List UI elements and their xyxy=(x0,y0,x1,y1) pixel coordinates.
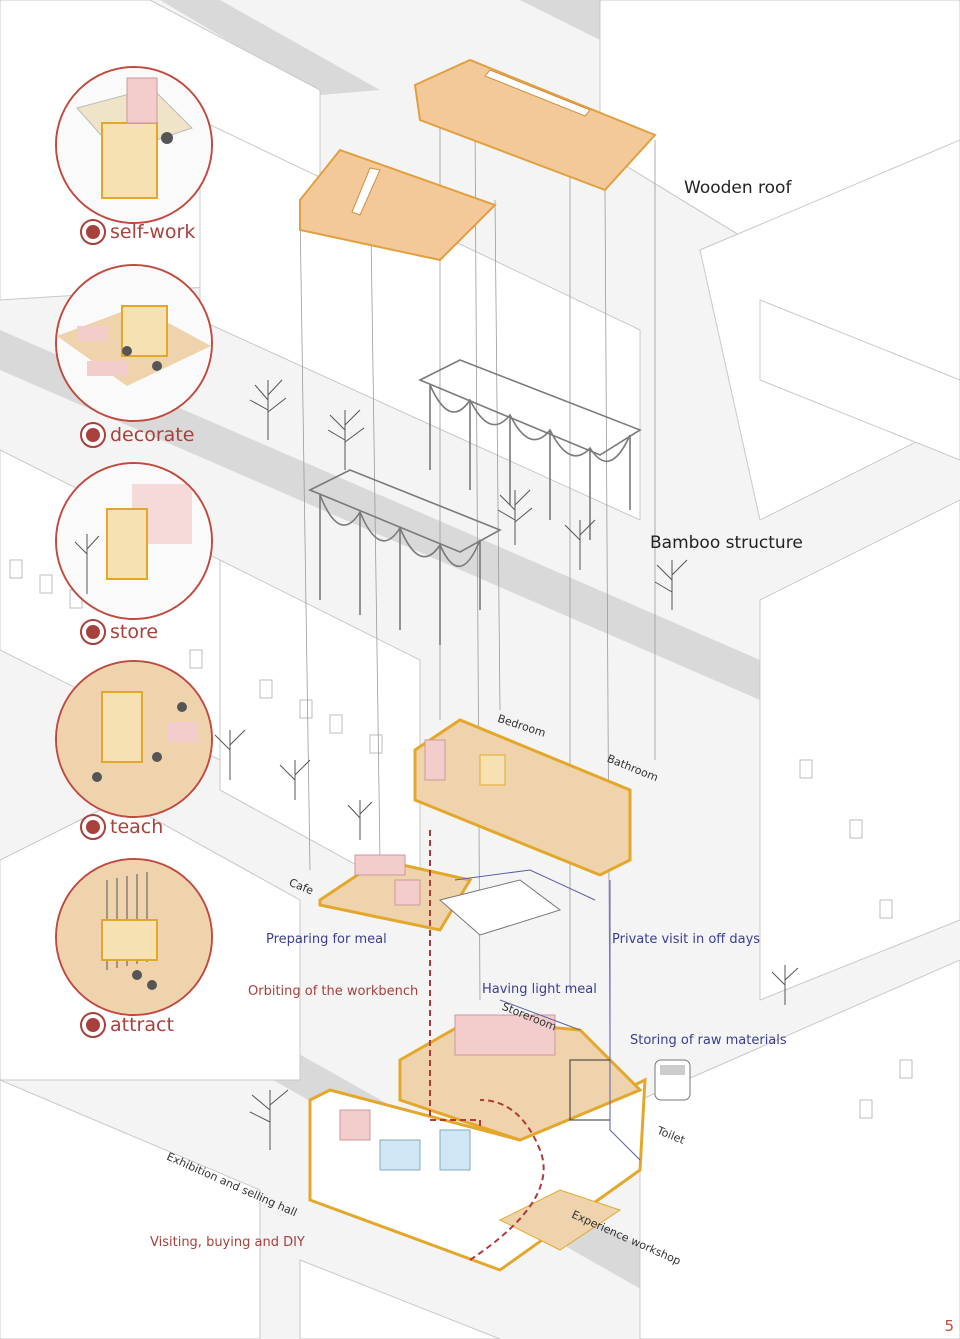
chat-icon xyxy=(80,814,106,840)
activity-label-orbit: Orbiting of the workbench xyxy=(248,984,419,999)
layer-label-structure: Bamboo structure xyxy=(650,533,803,553)
category-self-work: self-work xyxy=(80,219,195,245)
camera-icon xyxy=(80,422,106,448)
vignette-attract xyxy=(55,858,213,1016)
store-illustration xyxy=(57,464,211,618)
attract-illustration xyxy=(57,860,211,1014)
page-number: 5 xyxy=(944,1317,954,1335)
category-label: teach xyxy=(110,816,164,838)
category-label: attract xyxy=(110,1014,174,1036)
flow-lines xyxy=(454,869,641,1161)
activity-label-visit: Visiting, buying and DIY xyxy=(150,1235,305,1250)
vignette-store xyxy=(55,462,213,620)
orbit-path xyxy=(429,830,545,1261)
flow-label-raw-materials: Storing of raw materials xyxy=(630,1033,787,1048)
vignette-decorate xyxy=(55,264,213,422)
category-attract: attract xyxy=(80,1012,174,1038)
layer-label-roof: Wooden roof xyxy=(684,178,792,198)
roof-skylights xyxy=(351,69,591,216)
category-teach: teach xyxy=(80,814,163,840)
bamboo-structure xyxy=(308,359,642,645)
vignette-self-work xyxy=(55,66,213,224)
trees xyxy=(214,379,799,1150)
category-store: store xyxy=(80,619,158,645)
flow-label-meal-prep: Preparing for meal xyxy=(266,932,387,947)
category-label: store xyxy=(110,621,159,643)
category-decorate: decorate xyxy=(80,422,194,448)
wooden-roof xyxy=(299,58,657,262)
teach-illustration xyxy=(57,662,211,816)
flow-label-private-visit: Private visit in off days xyxy=(612,932,761,947)
self-work-illustration xyxy=(57,68,211,222)
vignette-teach xyxy=(55,660,213,818)
category-label: decorate xyxy=(110,424,195,446)
car xyxy=(654,1059,691,1101)
wrench-icon xyxy=(80,219,106,245)
flow-label-light-meal: Having light meal xyxy=(482,982,597,997)
location-pin-icon xyxy=(80,1012,106,1038)
upper-floor xyxy=(318,718,632,936)
category-label: self-work xyxy=(110,221,196,243)
decorate-illustration xyxy=(57,266,211,420)
bag-icon xyxy=(80,619,106,645)
windows xyxy=(9,559,913,1119)
